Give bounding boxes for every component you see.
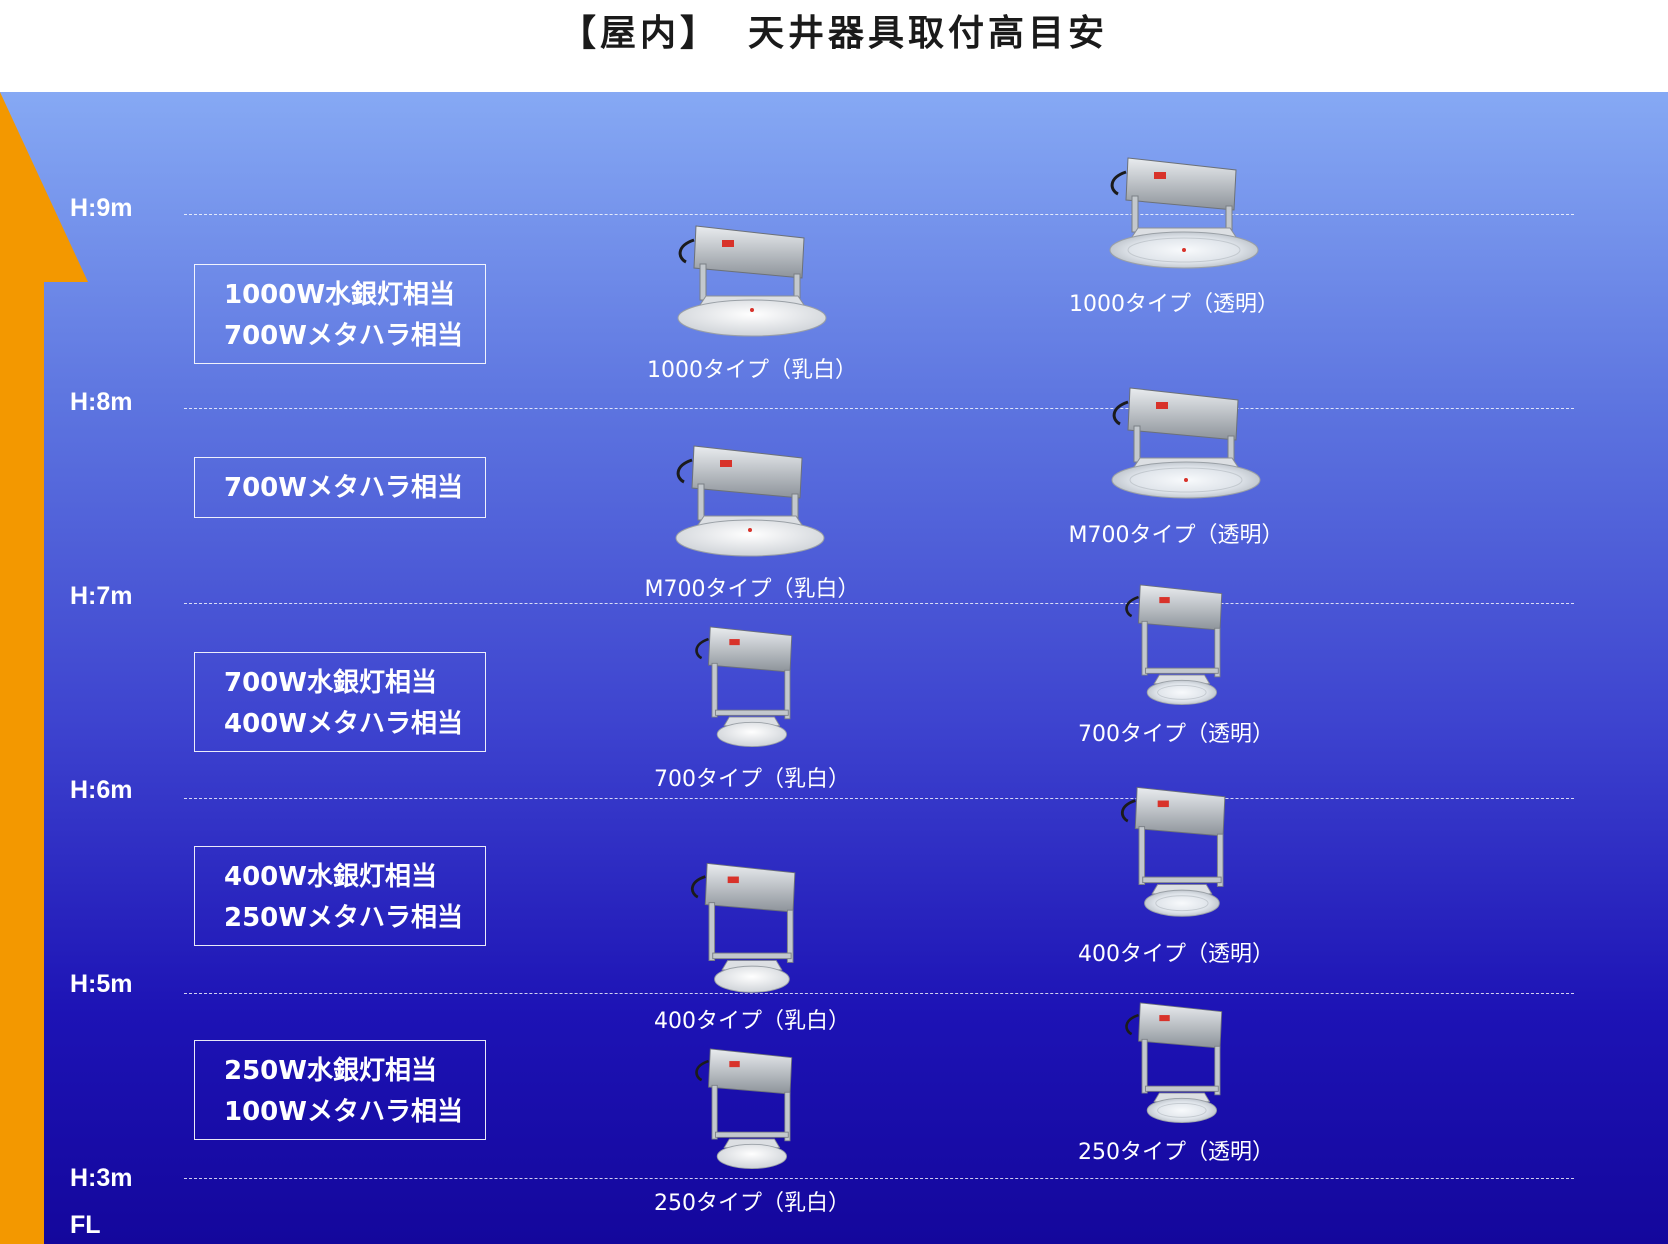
product-caption: M700タイプ（透明） — [1068, 523, 1284, 548]
equivalent-line: 400W水銀灯相当 — [224, 862, 437, 892]
product-caption: 1000タイプ（透明） — [1069, 292, 1279, 317]
title-location: 【屋内】 — [559, 13, 720, 54]
product-caption: 700タイプ（乳白） — [654, 767, 850, 792]
product-caption: 400タイプ（透明） — [1078, 942, 1274, 967]
height-line-6m — [184, 798, 1574, 799]
equivalent-box-400: 400W水銀灯相当 250Wメタハラ相当 — [194, 846, 486, 946]
height-label-7m: H:7m — [70, 582, 133, 610]
lamp-image-700-milky — [666, 620, 836, 750]
height-line-5m — [184, 993, 1574, 994]
product-caption: 250タイプ（乳白） — [654, 1191, 850, 1216]
height-label-9m: H:9m — [70, 194, 133, 222]
equivalent-line: 400Wメタハラ相当 — [224, 709, 463, 739]
height-line-8m — [184, 408, 1574, 409]
product-caption: 250タイプ（透明） — [1078, 1140, 1274, 1165]
lamp-image-400-clear — [1096, 780, 1266, 920]
height-line-7m — [184, 603, 1574, 604]
equivalent-line: 100Wメタハラ相当 — [224, 1097, 463, 1127]
height-label-5m: H:5m — [70, 970, 133, 998]
equivalent-box-700: 700W水銀灯相当 400Wメタハラ相当 — [194, 652, 486, 752]
product-caption: 400タイプ（乳白） — [654, 1009, 850, 1034]
equivalent-box-250: 250W水銀灯相当 100Wメタハラ相当 — [194, 1040, 486, 1140]
equivalent-line: 700W水銀灯相当 — [224, 668, 437, 698]
product-caption: M700タイプ（乳白） — [644, 577, 860, 602]
equivalent-line: 1000W水銀灯相当 — [224, 280, 456, 310]
equivalent-box-m700: 700Wメタハラ相当 — [194, 457, 486, 518]
lamp-image-1000-milky — [666, 218, 836, 338]
product-caption: 1000タイプ（乳白） — [647, 358, 857, 383]
height-line-3m — [184, 1178, 1574, 1179]
height-diagram-panel — [0, 92, 1668, 1244]
height-arrow-shaft — [0, 280, 44, 1244]
equivalent-line: 700Wメタハラ相当 — [224, 473, 463, 503]
page-title: 【屋内】 天井器具取付高目安 — [0, 0, 1668, 92]
floor-label: FL — [70, 1211, 101, 1239]
lamp-image-400-milky — [666, 856, 836, 996]
lamp-image-1000-clear — [1098, 150, 1268, 270]
equivalent-box-1000: 1000W水銀灯相当 700Wメタハラ相当 — [194, 264, 486, 364]
lamp-image-250-milky — [666, 1042, 836, 1172]
equivalent-line: 250W水銀灯相当 — [224, 1056, 437, 1086]
height-label-3m: H:3m — [70, 1164, 133, 1192]
lamp-image-m700-milky — [664, 438, 834, 558]
equivalent-line: 250Wメタハラ相当 — [224, 903, 463, 933]
lamp-image-700-clear — [1096, 578, 1266, 708]
lamp-image-m700-clear — [1100, 380, 1270, 500]
height-label-8m: H:8m — [70, 388, 133, 416]
product-caption: 700タイプ（透明） — [1078, 722, 1274, 747]
height-line-9m — [184, 214, 1574, 215]
lamp-image-250-clear — [1096, 996, 1266, 1126]
equivalent-line: 700Wメタハラ相当 — [224, 321, 463, 351]
title-heading: 天井器具取付高目安 — [748, 13, 1109, 54]
height-label-6m: H:6m — [70, 776, 133, 804]
